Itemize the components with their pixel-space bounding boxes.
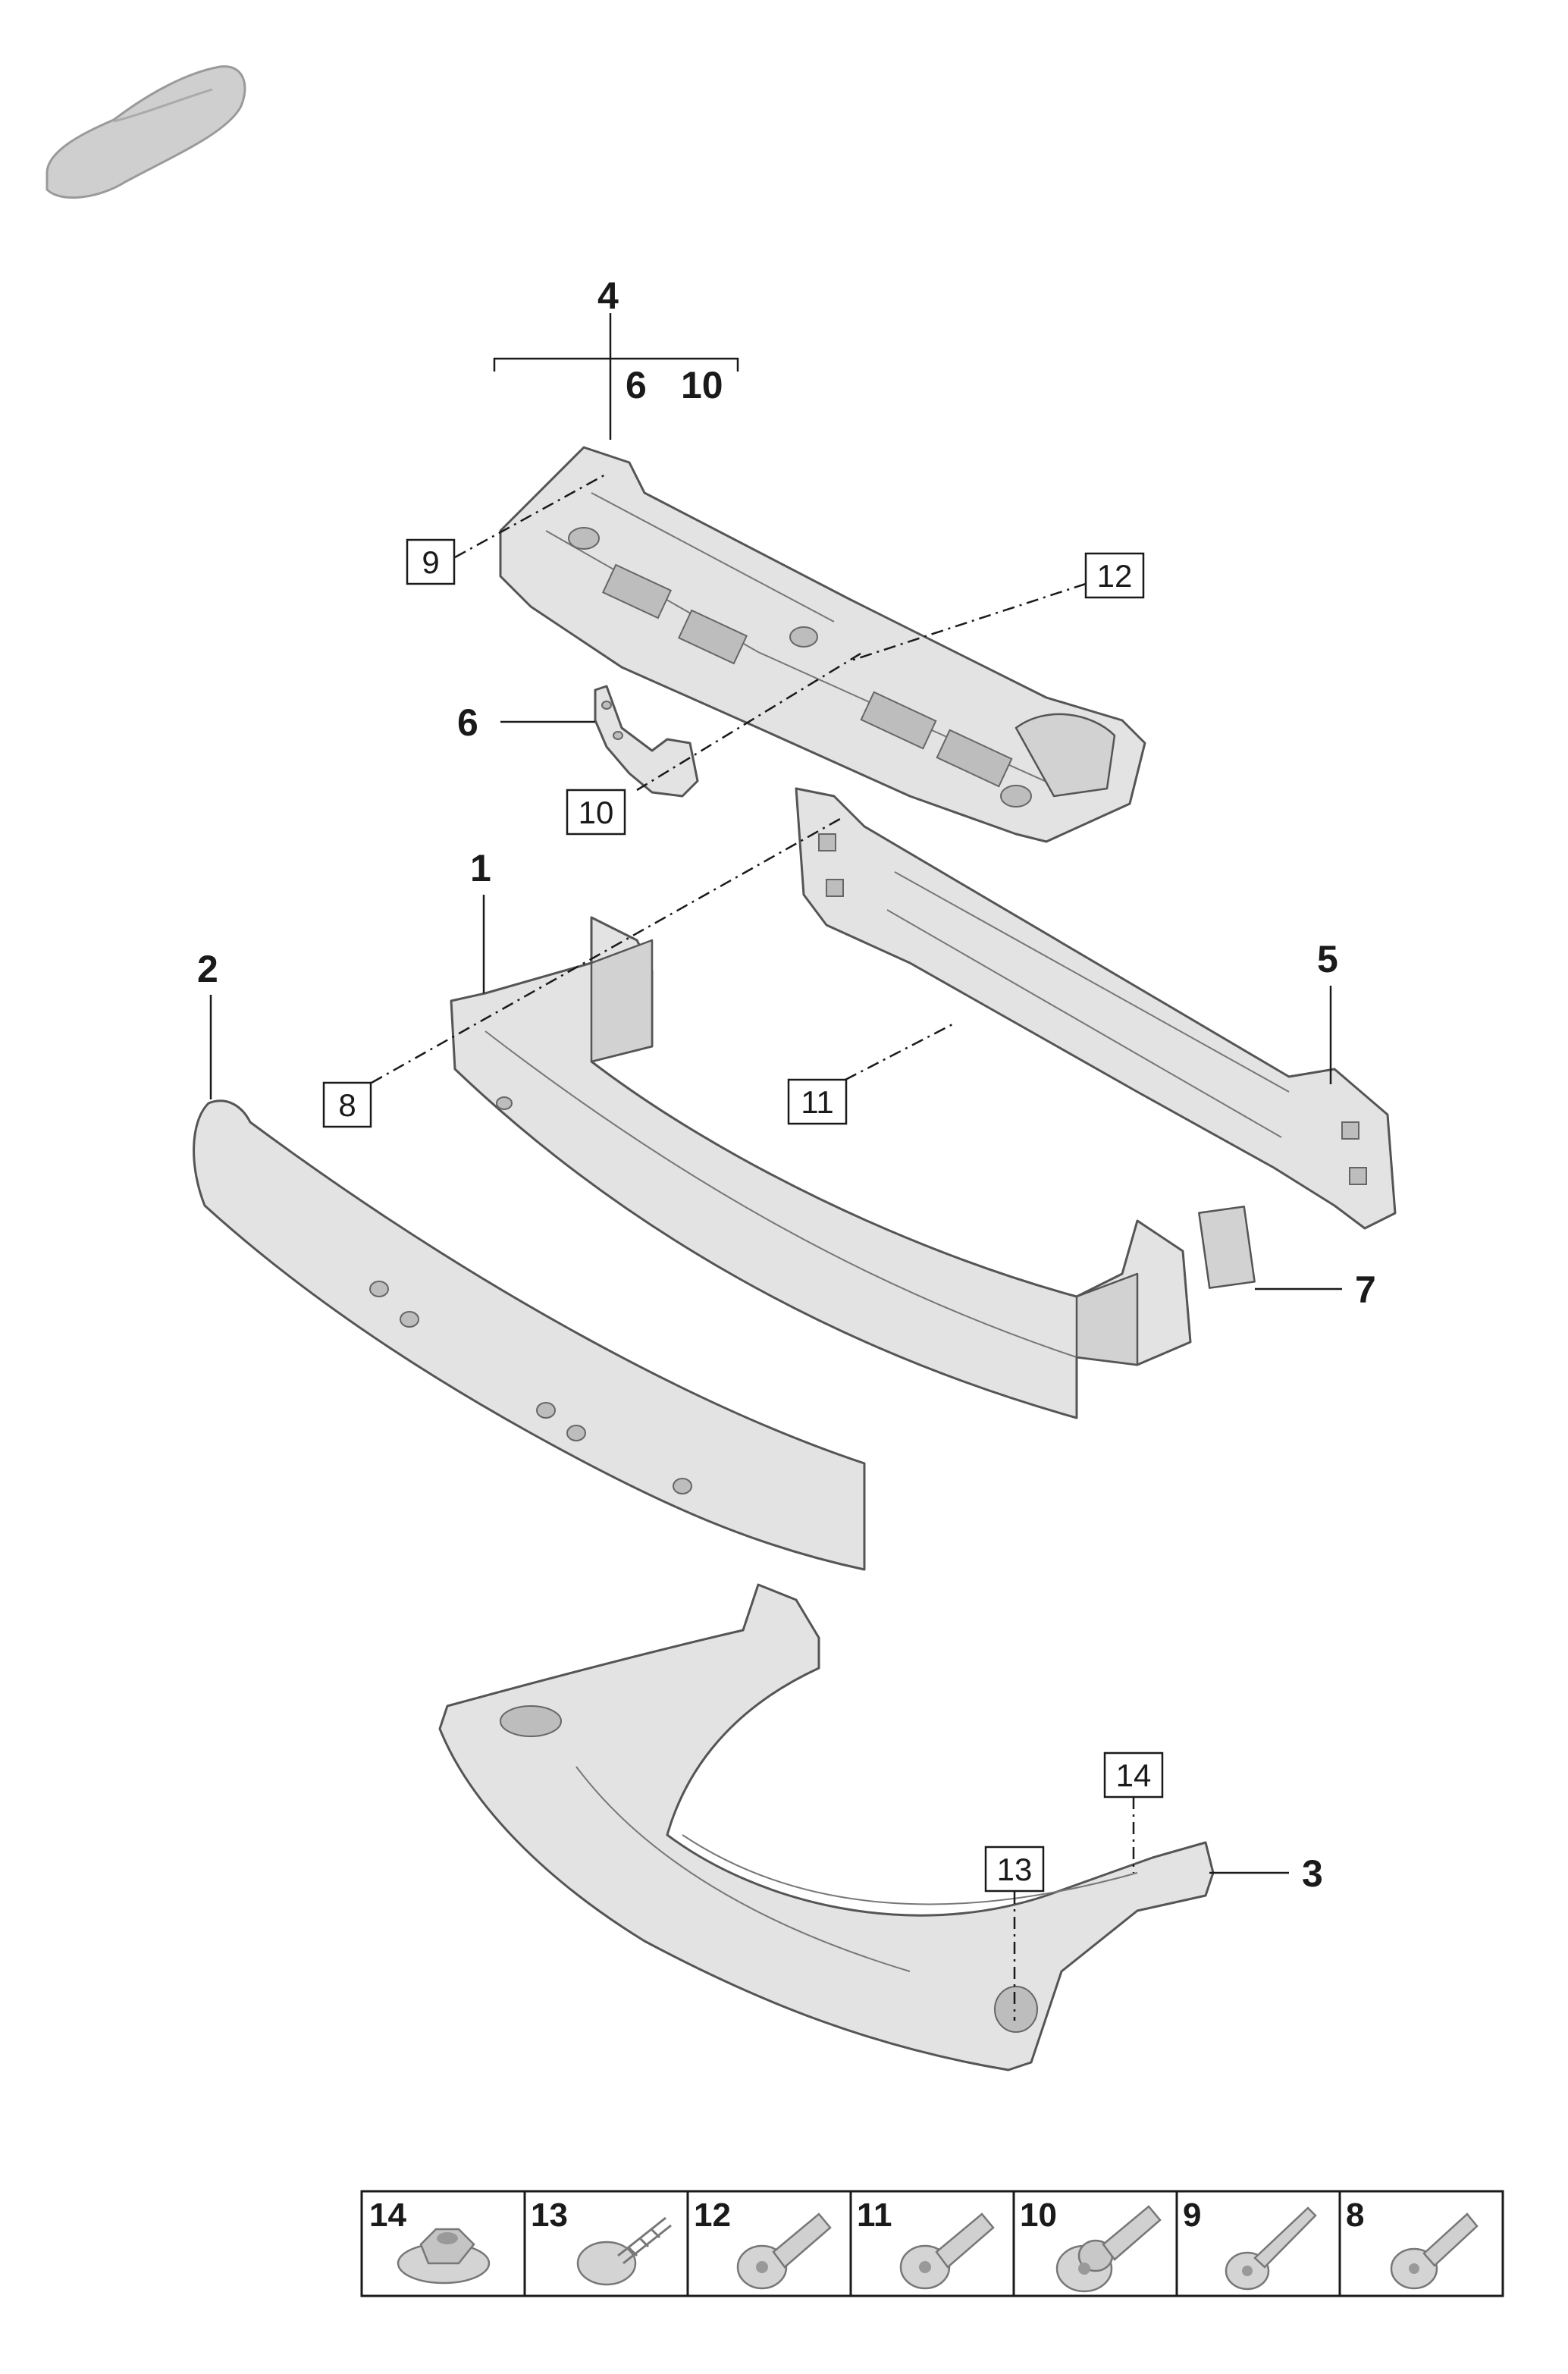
boxed-label-8: 8	[338, 1087, 356, 1123]
table-cell-14-number: 14	[369, 2197, 406, 2234]
leader-lines	[209, 313, 1342, 1874]
vehicle-thumbnail-icon	[45, 65, 246, 199]
boxed-label-12: 12	[1097, 558, 1133, 594]
table-cell-11-number: 11	[857, 2197, 892, 2234]
boxed-labels: 9 12 10 8 11 14 13	[322, 538, 1164, 1893]
torx-bolt-with-washer-icon	[1055, 2205, 1162, 2293]
callout-2: 2	[197, 948, 218, 990]
boxed-label-10: 10	[579, 795, 614, 830]
flange-nut-icon	[397, 2228, 491, 2285]
self-tapping-screw-icon	[576, 2216, 672, 2286]
callout-1: 1	[470, 847, 491, 889]
callout-4: 4	[597, 274, 619, 317]
callout-3: 3	[1302, 1852, 1323, 1895]
torx-bolt-icon	[1390, 2212, 1479, 2290]
boxed-label-11: 11	[801, 1084, 834, 1120]
boxed-label-14: 14	[1116, 1758, 1152, 1793]
fastener-table: 14 13 12 11 10	[360, 2190, 1504, 2297]
bracket-part	[594, 685, 699, 798]
reference-lines	[371, 472, 1135, 2021]
boxed-label-13: 13	[997, 1852, 1033, 1887]
table-cell-10-number: 10	[1020, 2197, 1057, 2234]
bumper-beam-part	[450, 916, 1192, 1419]
callout-4-sub-6: 6	[626, 364, 647, 406]
callout-4-sub-10: 10	[681, 364, 723, 406]
energy-absorber-part	[193, 1099, 866, 1571]
crossmember-part	[795, 787, 1397, 1230]
pad-part	[1198, 1206, 1256, 1289]
callout-numbers: 4 6 10 6 1 2 5 7 3	[197, 274, 1376, 1895]
torx-bolt-icon	[736, 2212, 832, 2290]
table-cell-9-number: 9	[1183, 2197, 1201, 2234]
table-cell-13-number: 13	[531, 2197, 568, 2234]
callout-6: 6	[457, 701, 478, 744]
torx-bolt-icon	[899, 2212, 995, 2290]
callout-7: 7	[1355, 1269, 1376, 1311]
long-torx-bolt-icon	[1225, 2206, 1317, 2291]
table-cell-8-number: 8	[1346, 2197, 1364, 2234]
callout-5: 5	[1317, 938, 1338, 980]
lower-support-part	[438, 1583, 1215, 2071]
table-cell-12-number: 12	[694, 2197, 731, 2234]
upper-carrier-part	[499, 446, 1146, 843]
boxed-label-9: 9	[422, 544, 439, 580]
